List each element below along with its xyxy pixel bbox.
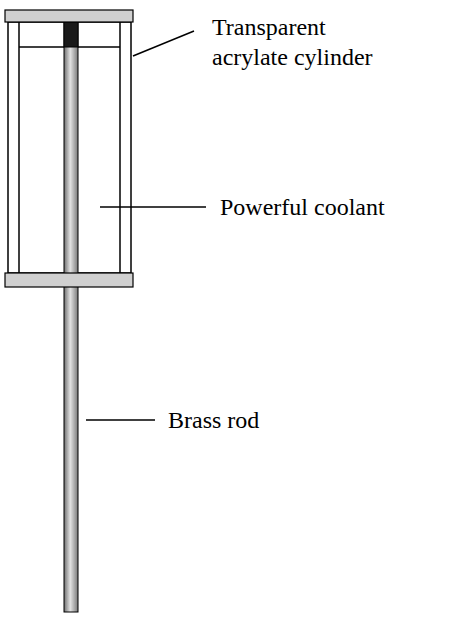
bottom-cap — [5, 273, 133, 287]
leader-line — [133, 31, 194, 56]
top-cap — [5, 10, 133, 22]
rod-top-plug — [64, 22, 78, 47]
cylinder-inner-wall — [18, 22, 20, 273]
leader-line — [100, 206, 206, 208]
part-label: Powerful coolant — [220, 192, 430, 222]
part-label: Brass rod — [168, 405, 368, 435]
part-label: Transparent acrylate cylinder — [212, 12, 397, 72]
brass-rod — [64, 22, 78, 612]
cylinder-inner-wall — [119, 22, 121, 273]
leader-line — [86, 419, 155, 421]
